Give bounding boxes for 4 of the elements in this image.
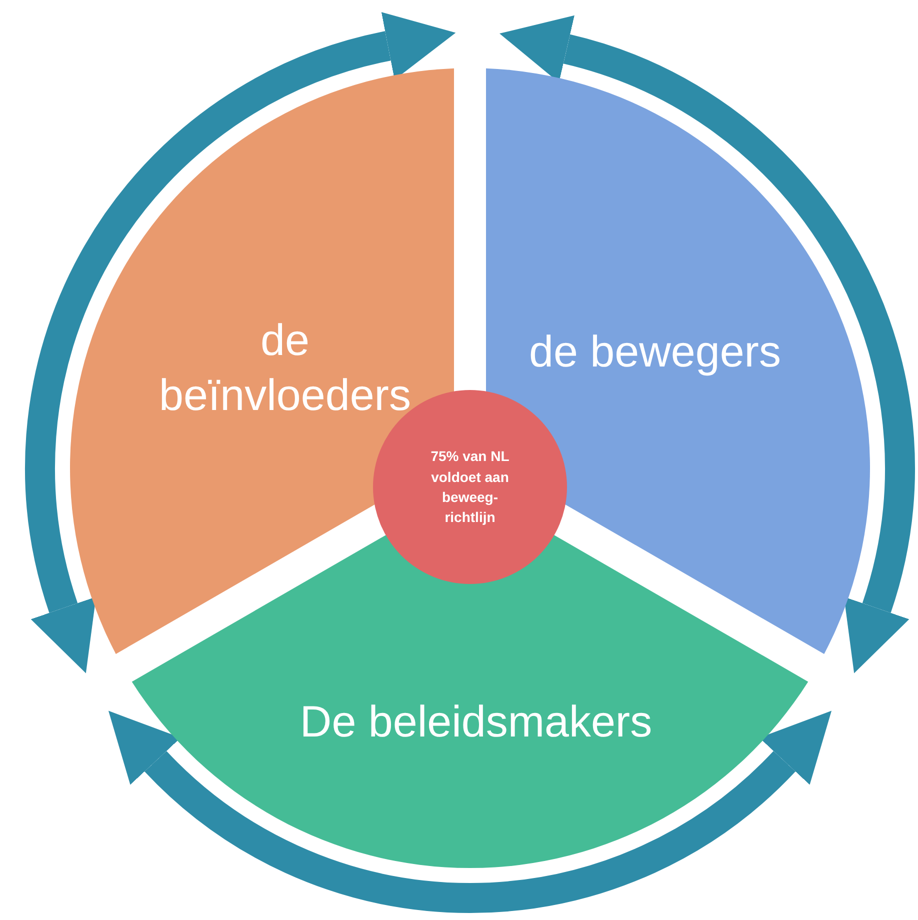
- sector-label: De beleidsmakers: [298, 696, 654, 748]
- sector-label: de bewegers: [528, 326, 782, 378]
- center-label: 75% van NL voldoet aan beweeg-richtlijn: [430, 447, 510, 528]
- sector-label: de beïnvloeders: [158, 315, 412, 422]
